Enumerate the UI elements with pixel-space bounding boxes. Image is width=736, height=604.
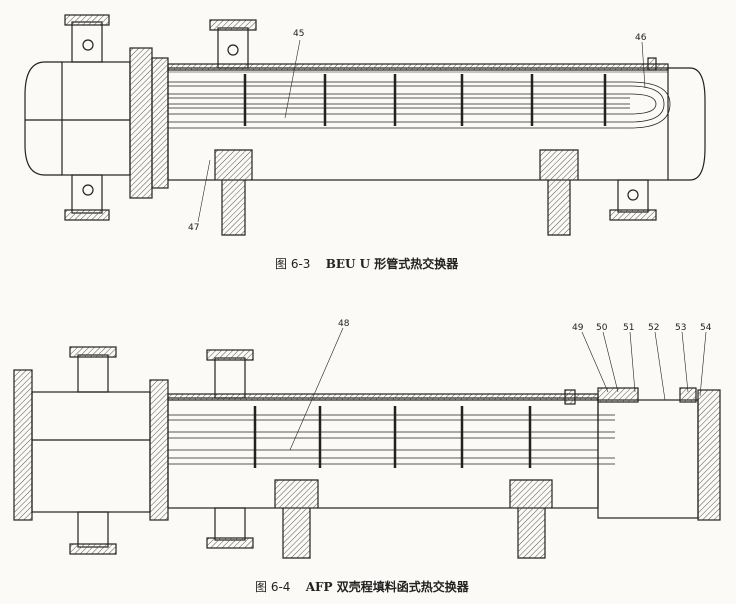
- figure-caption-6-4: 图 6-4 AFP 双壳程填料函式热交换器: [255, 578, 736, 595]
- left-saddle: [214, 149, 253, 236]
- callout-48: 48: [338, 319, 350, 329]
- channel-head: [24, 61, 62, 176]
- callout-50: 50: [596, 323, 608, 333]
- shell-bottom-nozzle: [214, 507, 246, 541]
- caption-title: BEU U 形管式热交换器: [325, 257, 459, 271]
- shell-top-nozzle: [214, 357, 246, 399]
- shell-bottom-nozzle: [617, 179, 649, 213]
- figure-caption-6-3: 图 6-3 BEU U 形管式热交换器: [275, 255, 736, 272]
- channel-body: [31, 391, 151, 513]
- right-saddle: [509, 479, 553, 559]
- packing-box: [597, 399, 699, 519]
- callout-52: 52: [648, 323, 659, 333]
- callout-54: 54: [700, 323, 712, 333]
- callout-51: 51: [623, 323, 634, 333]
- callout-53: 53: [675, 323, 686, 333]
- channel-top-nozzle: [77, 354, 109, 393]
- left-saddle: [274, 479, 319, 559]
- baffles: [253, 406, 532, 468]
- caption-number: 图 6-4: [255, 580, 291, 594]
- afp-exchanger-drawing: 48 49 50 51 52 53 54: [13, 319, 721, 559]
- right-saddle: [539, 149, 579, 236]
- channel-flange: [129, 47, 153, 199]
- right-cover: [697, 389, 721, 521]
- tube-bundle: [168, 414, 615, 465]
- shell-end-cap: [668, 67, 706, 181]
- channel-top-nozzle: [71, 21, 103, 63]
- callout-45: 45: [293, 29, 304, 39]
- callout-47: 47: [188, 223, 199, 233]
- u-tube-bundle: [168, 81, 671, 129]
- caption-number: 图 6-3: [275, 257, 311, 271]
- left-cover: [13, 369, 33, 521]
- caption-title: AFP 双壳程填料函式热交换器: [305, 580, 469, 594]
- beu-exchanger-drawing: 45 46 47: [24, 14, 706, 236]
- shell-top-nozzle: [217, 27, 249, 69]
- channel-bottom-nozzle: [71, 174, 103, 214]
- channel-body: [61, 61, 131, 176]
- callout-46: 46: [635, 33, 647, 43]
- baffles: [243, 74, 607, 126]
- callout-49: 49: [572, 323, 584, 333]
- channel-bottom-nozzle: [77, 511, 109, 548]
